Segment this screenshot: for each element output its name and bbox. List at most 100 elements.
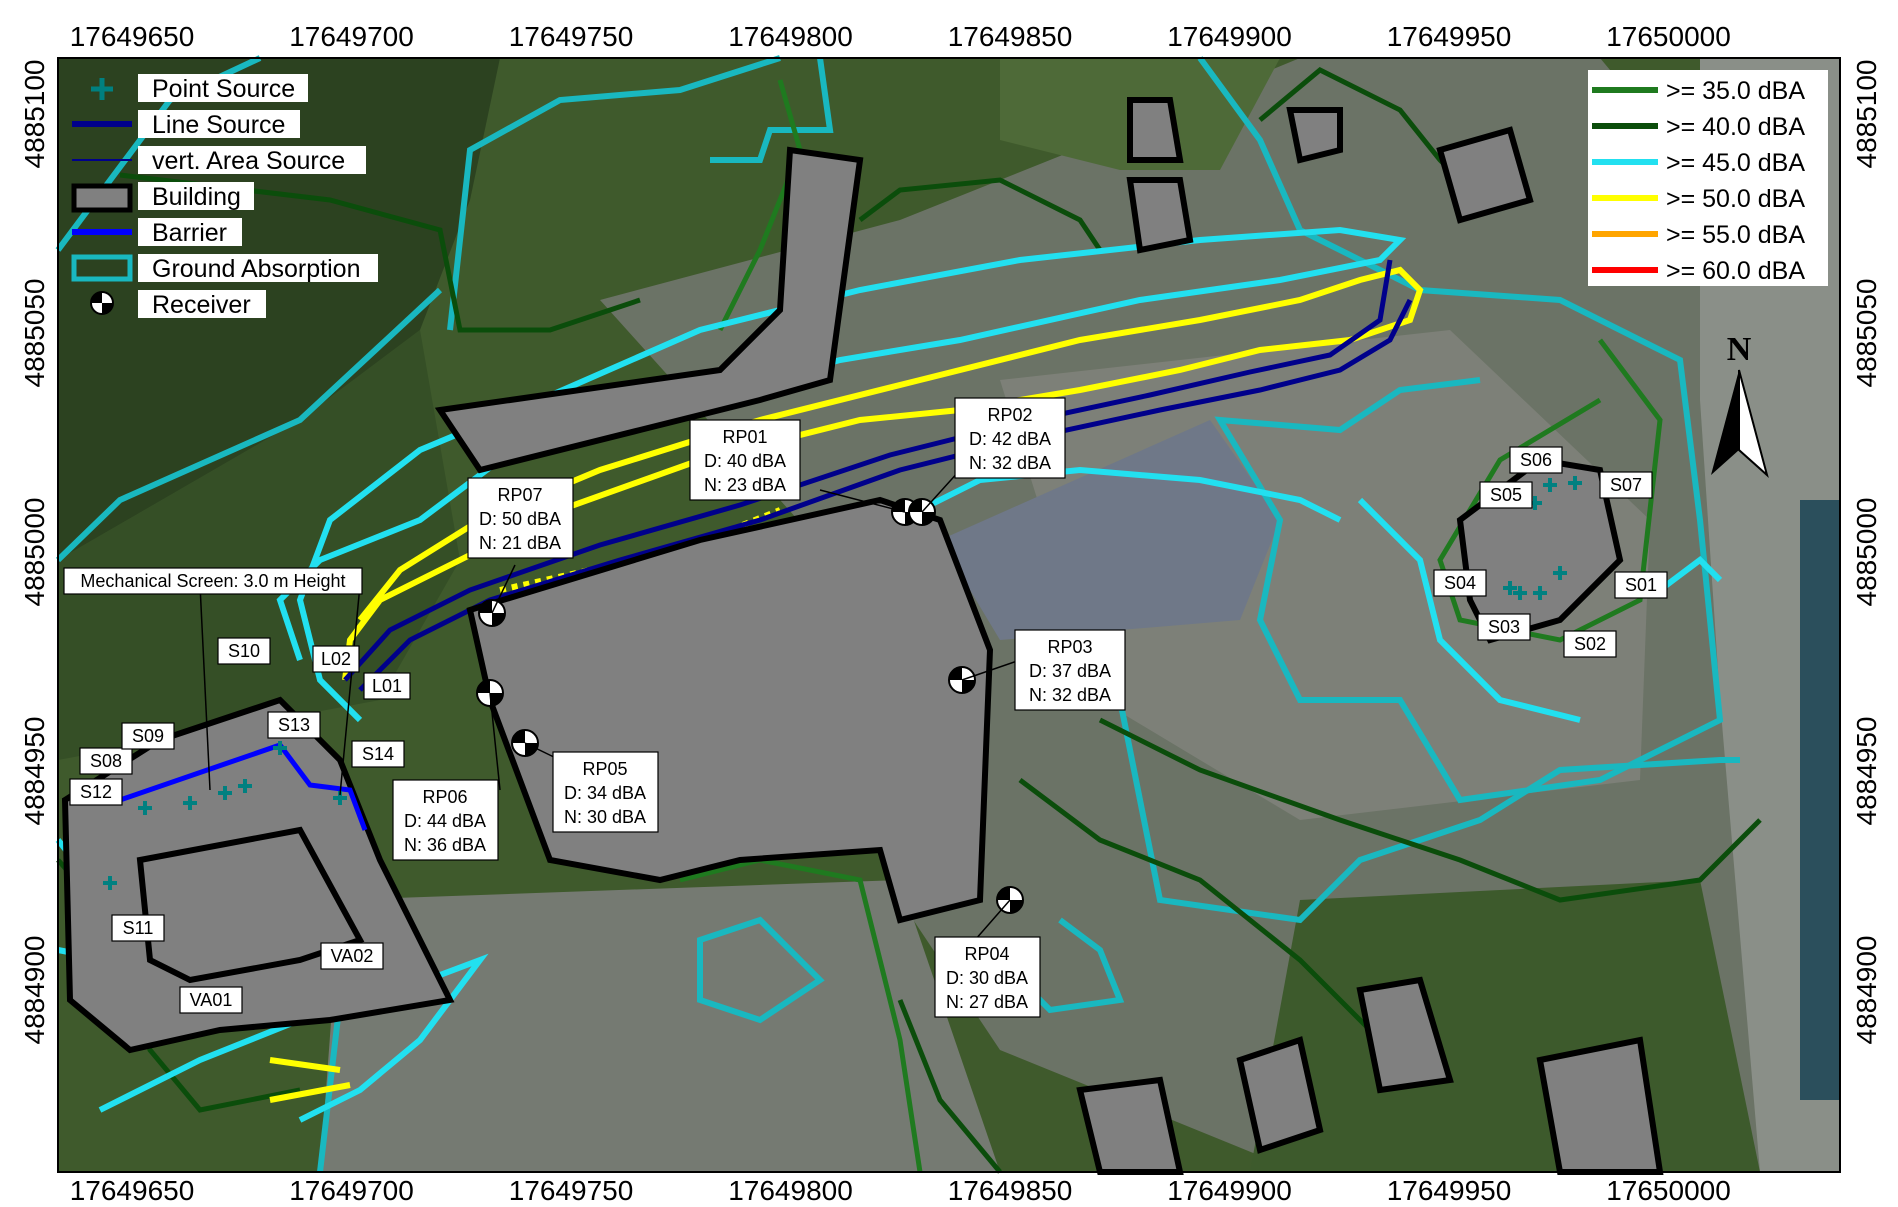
rp07-day: D: 50 dBA [479, 509, 561, 529]
rp03-night: N: 32 dBA [1029, 685, 1111, 705]
x-tick-top: 17649650 [70, 21, 195, 52]
building [1236, 1036, 1324, 1154]
north-arrow-left [1711, 370, 1739, 475]
water-strip [1800, 500, 1840, 1100]
contour-45-dba [1357, 497, 1581, 723]
label-RP05: RP05 D: 34 dBA N: 30 dBA [552, 751, 659, 833]
source-labels: S01 S02 S03 S04 S05 S06 S07 S08 S09 S10 … [69, 446, 1668, 1014]
legend-left: Point Source Line Source vert. Area Sour… [71, 74, 378, 319]
point-source-S07 [1568, 476, 1582, 490]
y-tick-left: 4884900 [19, 935, 50, 1044]
building [1076, 1076, 1184, 1175]
l02-text: L02 [321, 649, 351, 669]
point-source-S02 [1533, 586, 1547, 600]
rp03-id: RP03 [1047, 637, 1092, 657]
rp02-day: D: 42 dBA [969, 429, 1051, 449]
rp02-id: RP02 [987, 405, 1032, 425]
legend-bg [138, 290, 266, 318]
mech-screen-annotation: Mechanical Screen: 3.0 m Height [63, 567, 363, 595]
x-tick-bottom: 17649850 [948, 1175, 1073, 1206]
label-S01: S01 [1614, 571, 1668, 599]
ground-absorption-area [710, 57, 834, 163]
legend-bg [138, 110, 300, 138]
receiver-icon [90, 291, 114, 315]
s11-text: S11 [123, 918, 154, 938]
label-RP06: RP06 D: 44 dBA N: 36 dBA [392, 779, 499, 861]
ground-absorption-area [55, 287, 443, 563]
s12-text: S12 [80, 782, 112, 802]
label-S02: S02 [1563, 630, 1617, 658]
contour-legend-label: >= 55.0 dBA [1666, 221, 1805, 249]
label-RP07: RP07 D: 50 dBA N: 21 dBA [467, 477, 574, 559]
contour-legend-label: >= 35.0 dBA [1666, 77, 1805, 105]
rp05-day: D: 34 dBA [564, 783, 646, 803]
label-RP03: RP03 D: 37 dBA N: 32 dBA [1014, 629, 1126, 711]
x-tick-top: 17649900 [1167, 21, 1292, 52]
rp06-night: N: 36 dBA [404, 835, 486, 855]
rp07-night: N: 21 dBA [479, 533, 561, 553]
legend-bg [138, 74, 308, 102]
rp01-day: D: 40 dBA [704, 451, 786, 471]
rp01-id: RP01 [722, 427, 767, 447]
building [1436, 126, 1534, 224]
building [1536, 1036, 1664, 1175]
contour-40-dba [1098, 717, 1762, 903]
point-source-S08 [138, 801, 152, 815]
y-tick-right: 4885100 [1851, 59, 1882, 168]
rp04-night: N: 27 dBA [946, 992, 1028, 1012]
s01-text: S01 [1625, 575, 1657, 595]
label-S09: S09 [121, 722, 175, 750]
rp06-id: RP06 [422, 787, 467, 807]
mech-screen-text: Mechanical Screen: 3.0 m Height [80, 571, 345, 591]
contour-45-dba [898, 466, 1342, 523]
y-tick-left: 4884950 [19, 716, 50, 825]
s09-text: S09 [132, 726, 164, 746]
rp06-day: D: 44 dBA [404, 811, 486, 831]
rp05-id: RP05 [582, 759, 627, 779]
building [1286, 107, 1343, 164]
label-S07: S07 [1599, 471, 1653, 499]
x-tick-bottom: 17649900 [1167, 1175, 1292, 1206]
legend-bg [138, 146, 366, 174]
rp03-day: D: 37 dBA [1029, 661, 1111, 681]
point-source-S04 [1503, 581, 1517, 595]
building [1356, 976, 1454, 1094]
va01-text: VA01 [190, 990, 233, 1010]
label-S11: S11 [111, 914, 165, 942]
point-source-S01 [1553, 566, 1567, 580]
contour-legend-label: >= 40.0 dBA [1666, 113, 1805, 141]
leader-lines [199, 469, 1021, 941]
x-tick-bottom: 17650000 [1606, 1175, 1731, 1206]
rp05-night: N: 30 dBA [564, 807, 646, 827]
x-tick-bottom: 17649800 [728, 1175, 853, 1206]
north-label: N [1727, 331, 1752, 368]
x-tick-top: 17649850 [948, 21, 1073, 52]
legend-bg [138, 254, 378, 282]
legend-ground-absorption: Ground Absorption [152, 255, 360, 283]
va02-text: VA02 [331, 946, 374, 966]
x-tick-bottom: 17649750 [509, 1175, 634, 1206]
contour-35-dba [717, 79, 803, 332]
building-swatch-icon [71, 183, 133, 213]
point-source-S10 [238, 779, 252, 793]
contour-40-dba [1018, 778, 1382, 1042]
rp01-night: N: 23 dBA [704, 475, 786, 495]
contour-legend-label: >= 45.0 dBA [1666, 149, 1805, 177]
y-tick-left: 4885000 [19, 497, 50, 606]
x-tick-top: 17649750 [509, 21, 634, 52]
s04-text: S04 [1444, 573, 1476, 593]
label-RP04: RP04 D: 30 dBA N: 27 dBA [934, 936, 1041, 1018]
rp07-id: RP07 [497, 485, 542, 505]
s14-text: S14 [362, 744, 394, 764]
legend-barrier: Barrier [152, 219, 227, 247]
building [434, 146, 864, 474]
label-S14: S14 [351, 740, 405, 768]
north-arrow-right [1738, 369, 1769, 478]
point-source-cross-icon [91, 78, 113, 100]
s13-text: S13 [278, 715, 310, 735]
label-S12: S12 [69, 778, 123, 806]
